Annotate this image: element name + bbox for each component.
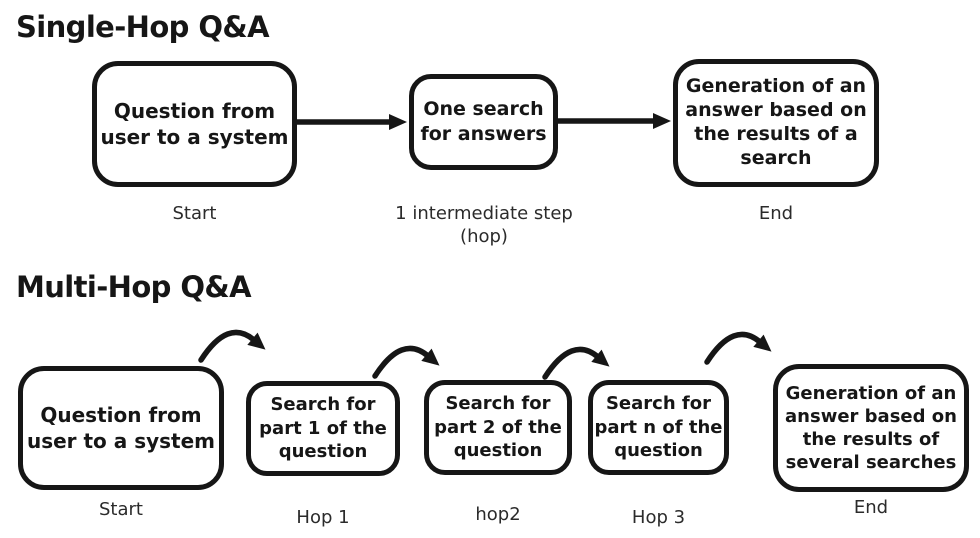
single-hop-box-generation-text: Generation of an answer based on the res…: [685, 75, 867, 169]
multi-hop-title: Multi-Hop Q&A: [16, 270, 252, 304]
single-hop-box-question-text: Question from user to a system: [100, 99, 289, 149]
curved-arrow-icon: [704, 331, 772, 365]
curved-arrow-icon: [542, 346, 610, 380]
multi-hop-box-search-part2-text: Search for part 2 of the question: [434, 393, 562, 462]
multi-hop-box-search-partn-text: Search for part n of the question: [594, 393, 723, 462]
multi-hop-hop1-label: Hop 1: [296, 507, 350, 528]
single-hop-box-question: Question from user to a system: [92, 61, 297, 187]
multi-hop-hop3-label: Hop 3: [631, 507, 686, 528]
multi-hop-box-search-part2: Search for part 2 of the question: [424, 380, 572, 475]
single-hop-box-generation: Generation of an answer based on the res…: [673, 59, 879, 187]
multi-hop-box-generation: Generation of an answer based on the res…: [773, 364, 969, 492]
multi-hop-box-question: Question from user to a system: [18, 366, 224, 490]
single-hop-intermediate-label: 1 intermediate step (hop): [395, 203, 573, 248]
multi-hop-end-label: End: [853, 497, 889, 518]
multi-hop-box-search-partn: Search for part n of the question: [588, 380, 729, 475]
single-hop-start-label: Start: [172, 203, 217, 224]
single-hop-box-search: One search for answers: [409, 74, 558, 170]
multi-hop-start-label: Start: [99, 499, 143, 520]
multi-hop-box-generation-text: Generation of an answer based on the res…: [785, 382, 957, 474]
arrow-right-icon: [295, 114, 407, 130]
single-hop-title: Single-Hop Q&A: [16, 10, 270, 44]
multi-hop-box-question-text: Question from user to a system: [26, 403, 216, 453]
curved-arrow-icon: [372, 345, 440, 379]
multi-hop-box-search-part1: Search for part 1 of the question: [246, 381, 400, 476]
single-hop-end-label: End: [758, 203, 794, 224]
multi-hop-box-search-part1-text: Search for part 1 of the question: [259, 394, 387, 463]
arrow-right-icon: [556, 113, 671, 129]
multi-hop-hop2-label: hop2: [475, 504, 521, 525]
curved-arrow-icon: [198, 329, 266, 363]
single-hop-box-search-text: One search for answers: [420, 98, 547, 145]
